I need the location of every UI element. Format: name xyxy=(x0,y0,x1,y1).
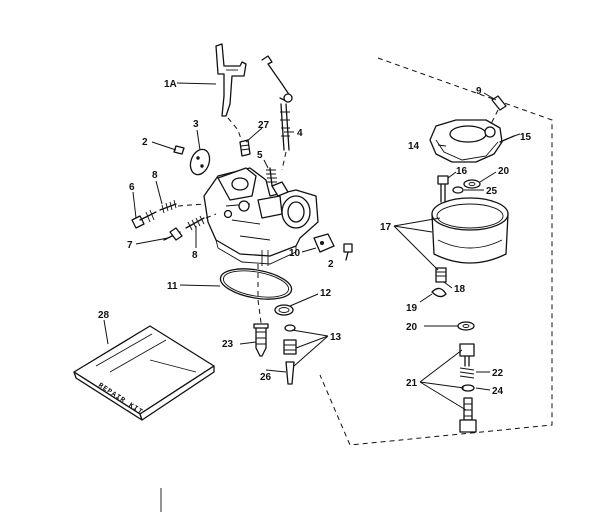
leader-1a xyxy=(176,82,217,85)
callout-28: 28 xyxy=(98,310,110,321)
leader-15 xyxy=(513,133,521,137)
pin-guide xyxy=(489,109,499,127)
screw-2-right xyxy=(343,243,353,261)
callout-7: 7 xyxy=(127,240,133,251)
spring-5 xyxy=(266,167,277,187)
throttle-link xyxy=(261,55,293,151)
callout-13: 13 xyxy=(330,332,342,343)
leader-3 xyxy=(196,129,201,151)
leader-16 xyxy=(447,171,457,179)
callout-9: 9 xyxy=(476,86,482,97)
leader-10 xyxy=(301,247,317,253)
callout-21: 21 xyxy=(406,378,418,389)
float-pin-9 xyxy=(491,95,507,111)
callout-17: 17 xyxy=(380,222,392,233)
needle-valve-set xyxy=(283,324,297,385)
leader-27 xyxy=(245,127,263,143)
screw-27 xyxy=(239,139,251,157)
callout-10: 10 xyxy=(289,248,301,259)
leader-19 xyxy=(419,293,433,303)
spring-8-top xyxy=(159,199,177,214)
callout-11: 11 xyxy=(167,281,178,292)
leader-14 xyxy=(437,144,447,147)
washer-20-bottom xyxy=(457,321,475,331)
leader-13 xyxy=(291,329,329,367)
callout-23: 23 xyxy=(222,339,234,350)
callout-5: 5 xyxy=(257,150,263,161)
leader-5 xyxy=(263,159,269,169)
bracket-guide xyxy=(227,117,243,143)
float-bowl xyxy=(431,197,509,264)
leader-20a xyxy=(479,171,497,183)
choke-plate xyxy=(313,233,335,253)
callout-16: 16 xyxy=(456,166,468,177)
callout-26: 26 xyxy=(260,372,272,383)
washer-20-top xyxy=(463,179,481,189)
callout-25: 25 xyxy=(486,186,498,197)
leader-28 xyxy=(103,319,109,345)
callout-1a: 1A xyxy=(164,79,177,90)
throttle-bracket xyxy=(215,43,247,117)
callout-8-top: 8 xyxy=(152,170,158,181)
leader-6 xyxy=(132,191,137,219)
callout-20-top: 20 xyxy=(498,166,510,177)
callout-2-right: 2 xyxy=(328,259,334,270)
carburetor-body xyxy=(203,167,319,266)
leader-8a xyxy=(155,180,163,205)
float-hinge xyxy=(484,126,496,138)
assembly-dashed-frame xyxy=(319,57,553,446)
leader-21 xyxy=(419,349,467,411)
spring-8-bottom xyxy=(185,215,205,231)
center-axis xyxy=(257,264,263,331)
needle-guide xyxy=(177,203,205,207)
repair-kit-box xyxy=(73,325,215,421)
leader-9 xyxy=(483,92,497,101)
callout-15: 15 xyxy=(520,132,532,143)
bowl-gasket xyxy=(219,268,293,300)
link-guide xyxy=(281,151,287,171)
callout-19: 19 xyxy=(406,303,418,314)
callout-27: 27 xyxy=(258,120,270,131)
callout-6: 6 xyxy=(129,182,135,193)
bowl-nut xyxy=(459,343,475,367)
callout-3: 3 xyxy=(193,119,199,130)
callout-18: 18 xyxy=(454,284,466,295)
clip-19 xyxy=(431,287,447,298)
callout-24: 24 xyxy=(492,386,504,397)
pin-15 xyxy=(499,135,515,143)
callout-12: 12 xyxy=(320,288,332,299)
spring-22 xyxy=(459,367,475,379)
leader-23 xyxy=(239,341,257,345)
spring-guide xyxy=(205,213,217,219)
leader-24 xyxy=(475,387,491,391)
leader-12 xyxy=(289,293,319,307)
shaft-disc xyxy=(189,148,211,176)
callout-14: 14 xyxy=(408,141,420,152)
callout-8-bottom: 8 xyxy=(192,250,198,261)
spring-18 xyxy=(435,267,447,283)
washer-25 xyxy=(452,186,464,194)
main-nozzle xyxy=(253,323,269,357)
bolt-16 xyxy=(437,175,449,203)
leader-2a xyxy=(151,141,177,151)
callout-22: 22 xyxy=(492,368,504,379)
callout-2-left: 2 xyxy=(142,137,148,148)
leader-7 xyxy=(135,237,169,245)
leader-26 xyxy=(265,369,287,373)
screw-6 xyxy=(131,209,157,229)
float xyxy=(429,119,503,163)
leader-18 xyxy=(443,281,453,289)
callout-4: 4 xyxy=(297,128,303,139)
leader-17 xyxy=(393,217,441,271)
leader-11 xyxy=(179,284,221,287)
seal-12 xyxy=(274,304,294,316)
callout-20-bottom: 20 xyxy=(406,322,418,333)
adjust-screw xyxy=(459,397,477,433)
